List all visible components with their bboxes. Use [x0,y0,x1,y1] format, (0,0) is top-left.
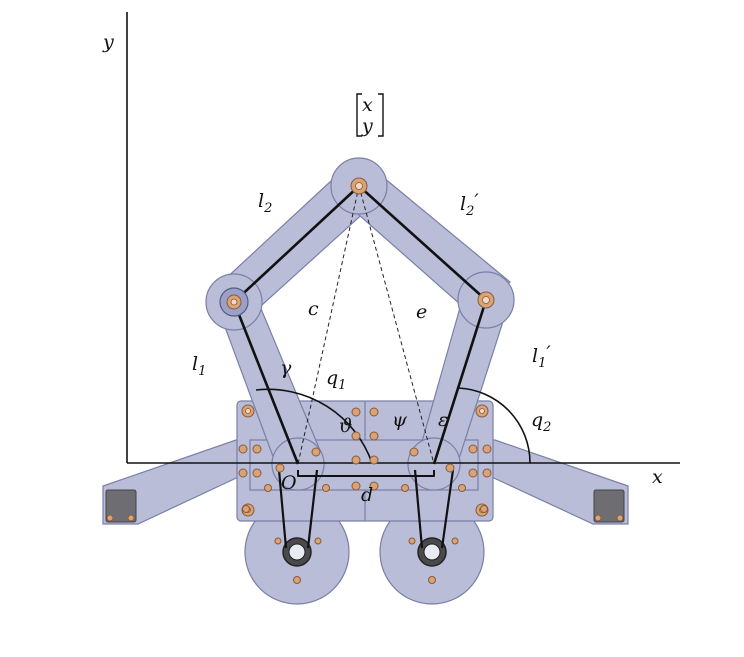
construction-lines [297,185,435,465]
right-pulley [379,499,485,605]
target-y-label: y [361,115,373,137]
l1-label: l1 [192,353,206,379]
q1-arc [255,388,373,464]
q2-arc [457,387,531,464]
x-axis-label: x [652,466,663,488]
screws [238,404,492,584]
l1-prime-label: l1′ [532,342,551,371]
epsilon-label: ε [438,409,448,431]
theta-label: ϑ [339,415,353,437]
origin-label: O [281,472,297,494]
gamma-label: γ [280,357,292,379]
q1-label: q1 [326,367,346,393]
vector-bracket-right [378,93,384,137]
l2-prime-label: l2′ [460,190,479,219]
c-label: c [308,298,319,320]
y-axis-label: y [102,31,114,53]
vector-bracket-left [356,93,362,137]
belts [277,469,455,549]
q2-label: q2 [531,409,551,435]
d-label: d [361,484,373,506]
base-distance-bracket [297,470,435,477]
e-label: e [416,301,427,323]
psi-label: ψ [392,409,408,431]
labels: y x x y l2 l2′ l1 l1′ c e γ q1 q2 ϑ [102,31,663,506]
l2-label: l2 [258,190,272,216]
target-x-label: x [362,94,373,116]
left-bracket [102,439,263,525]
joint-bearings [219,177,495,317]
left-pulley [244,499,350,605]
